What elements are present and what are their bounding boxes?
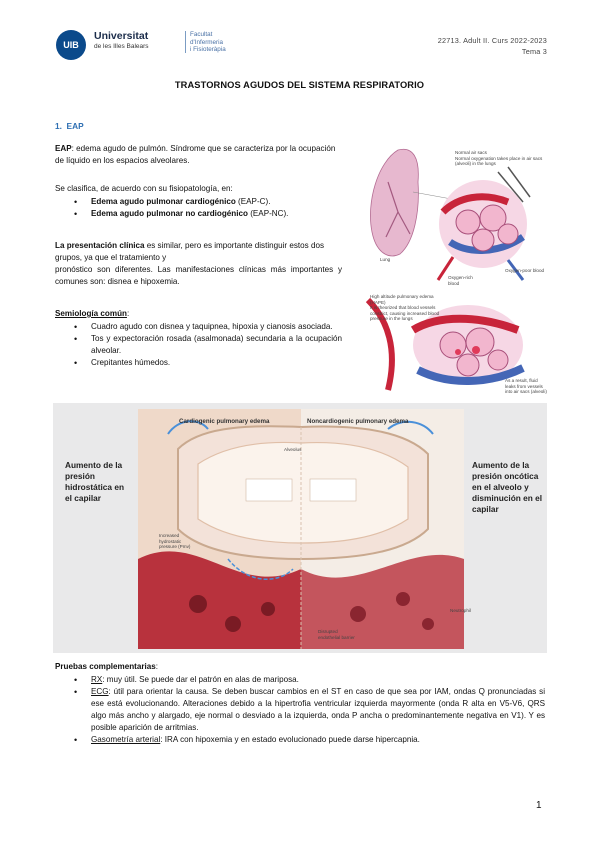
list-item: RX: muy útil. Se puede dar el patrón en … [55,674,545,686]
list-item: Tos y expectoración rosada (asalmonada) … [55,333,342,357]
normal-alveoli-illustration [358,142,542,284]
section-heading: 1. EAP [55,121,84,131]
university-logo: UIB [56,30,86,60]
list-item: Crepitantes húmedos. [55,357,342,369]
list-item: ECG: útil para orientar la causa. Se deb… [55,686,545,734]
cardiogenic-title: Cardiogenic pulmonary edema [179,418,270,425]
alveolus-label: Alveolus [284,447,302,452]
classification-list: Edema agudo pulmonar cardiogénico (EAP-C… [55,196,342,220]
page-number: 1 [536,800,542,811]
noncardiogenic-title: Noncardiogenic pulmonary edema [307,418,409,425]
semiology-list: Cuadro agudo con disnea y taquipnea, hip… [55,321,342,369]
lung-label: Lung [380,257,391,262]
normal-caption: Normal air sacs Normal oxygenation takes… [455,150,543,166]
oxygen-rich-label: Oxygen-rich blood [448,275,473,286]
presentation-paragraph: La presentación clínica es similar, pero… [55,241,342,286]
document-title: TRASTORNOS AGUDOS DEL SISTEMA RESPIRATOR… [174,80,425,90]
header-divider [185,31,186,53]
semiology-heading: Semiología común: [55,309,130,318]
classification-intro: Se clasifica, de acuerdo con su fisiopat… [55,184,233,193]
pulmonary-edema-figure: Aumento de la presión hidrostática en el… [53,403,547,653]
list-item: Cuadro agudo con disnea y taquipnea, hip… [55,321,342,333]
faculty-name: Facultat d'Infermeria i Fisioteràpia [190,31,226,53]
course-info: 22713. Adult II. Curs 2022-2023 Tema 3 [438,36,547,57]
list-item: Gasometría arterial: IRA con hipoxemia y… [55,734,545,746]
oxygen-poor-label: Oxygen-poor blood [505,268,545,273]
definition-paragraph: EAP: edema agudo de pulmón. Síndrome que… [55,144,336,165]
list-item: Edema agudo pulmonar no cardiogénico (EA… [55,208,342,220]
course-code: 22713. Adult II. Curs 2022-2023 [437,36,547,45]
endothelial-barrier-label: Disrupted endothelial barrier [318,629,355,640]
hydrostatic-label: Aumento de la presión hidrostática en el… [65,460,125,503]
university-subname: de les Illes Balears [94,43,149,50]
hape-alveoli-illustration [358,290,542,402]
edema-comparison-diagram [138,409,464,649]
oncotic-label: Aumento de la presión oncótica en el alv… [472,460,543,514]
university-name: Universitat [94,30,149,42]
result-caption: As a result, fluid leaks from vessels in… [505,378,547,394]
tests-heading: Pruebas complementarias: [55,662,159,671]
hape-caption: High altitude pulmonary edema (HAPE) It … [370,294,440,321]
neutrophil-label: Neutrophil [450,608,471,613]
list-item: Edema agudo pulmonar cardiogénico (EAP-C… [55,196,342,208]
hydrostatic-pressure-label: Increased hydrostatic pressure (Pmv) [159,533,191,549]
tests-list: RX: muy útil. Se puede dar el patrón en … [55,674,545,746]
topic-label: Tema 3 [521,46,547,56]
